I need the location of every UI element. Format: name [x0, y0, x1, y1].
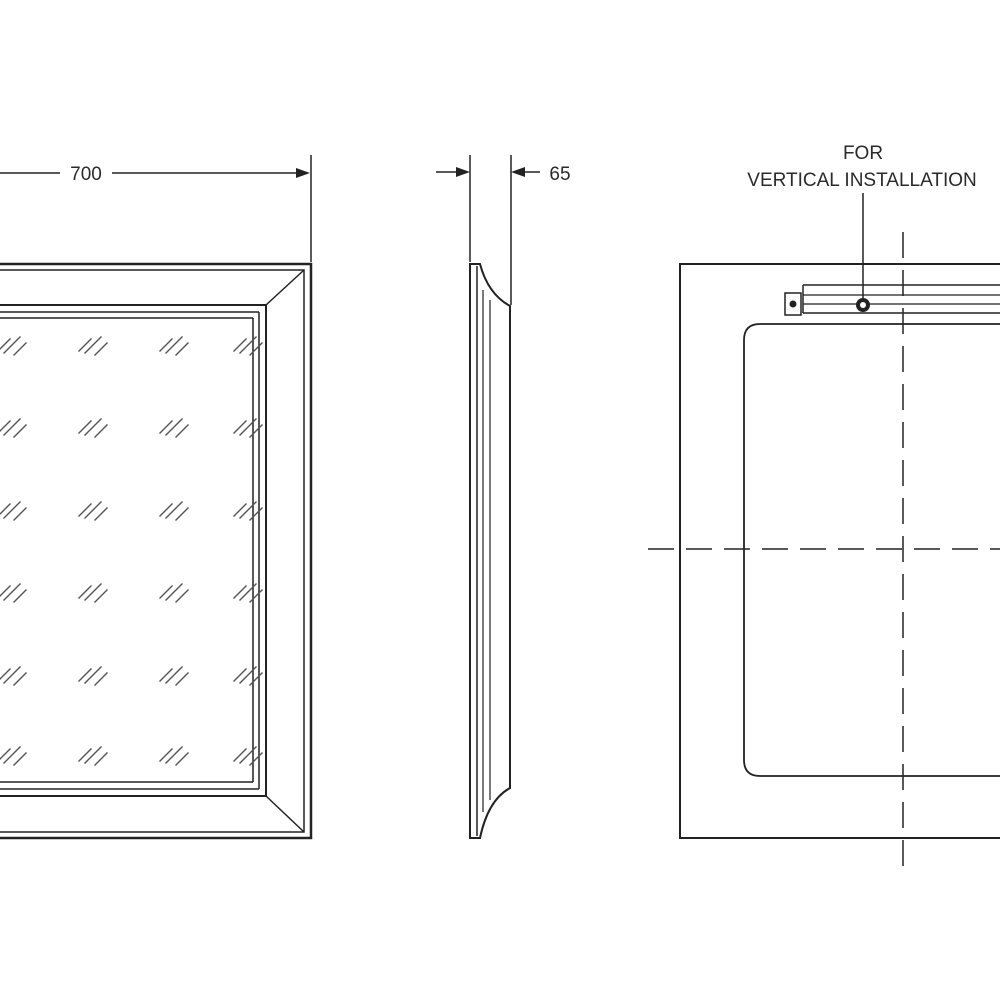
depth-dimension-label: 65	[549, 164, 570, 185]
glass-hatch-mark	[0, 418, 27, 438]
glass-hatch-mark	[159, 336, 189, 356]
bracket-screw	[789, 300, 797, 308]
glass-hatch-mark	[159, 418, 189, 438]
glass-hatch-mark	[233, 418, 263, 438]
rear-view: FOR VERTICAL INSTALLATION	[648, 143, 1000, 868]
glass-hatch-mark	[78, 583, 108, 603]
glass-hatch-mark	[159, 666, 189, 686]
width-dimension: 700	[0, 155, 312, 262]
glass-hatch-mark	[233, 583, 263, 603]
hanging-bracket	[784, 284, 1000, 316]
glass-hatching	[0, 336, 263, 766]
glass-hatch-mark	[0, 501, 27, 521]
glass-hatch-mark	[78, 336, 108, 356]
depth-dimension: 65	[436, 155, 571, 305]
back-panel	[679, 263, 1000, 839]
installation-note-line2: VERTICAL INSTALLATION	[747, 170, 976, 191]
side-profile	[469, 263, 511, 839]
glass-hatch-mark	[233, 501, 263, 521]
glass-hatch-mark	[233, 666, 263, 686]
glass-hatch-mark	[0, 746, 27, 766]
glass-hatch-mark	[233, 336, 263, 356]
glass-hatch-mark	[0, 666, 27, 686]
side-view: 65	[436, 155, 571, 839]
glass-hatch-mark	[78, 666, 108, 686]
back-recess	[743, 323, 1000, 777]
glass-hatch-mark	[159, 746, 189, 766]
glass-hatch-mark	[159, 501, 189, 521]
glass-hatch-mark	[78, 746, 108, 766]
glass-hatch-mark	[0, 336, 27, 356]
installation-note-line1: FOR	[843, 143, 883, 164]
glass-hatch-mark	[159, 583, 189, 603]
front-view: 700	[0, 155, 313, 840]
glass-hatch-mark	[233, 746, 263, 766]
width-dimension-label: 700	[70, 164, 102, 185]
glass-hatch-mark	[78, 501, 108, 521]
glass-hatch-mark	[0, 583, 27, 603]
mirror-frame	[0, 262, 313, 840]
glass-hatch-mark	[78, 418, 108, 438]
